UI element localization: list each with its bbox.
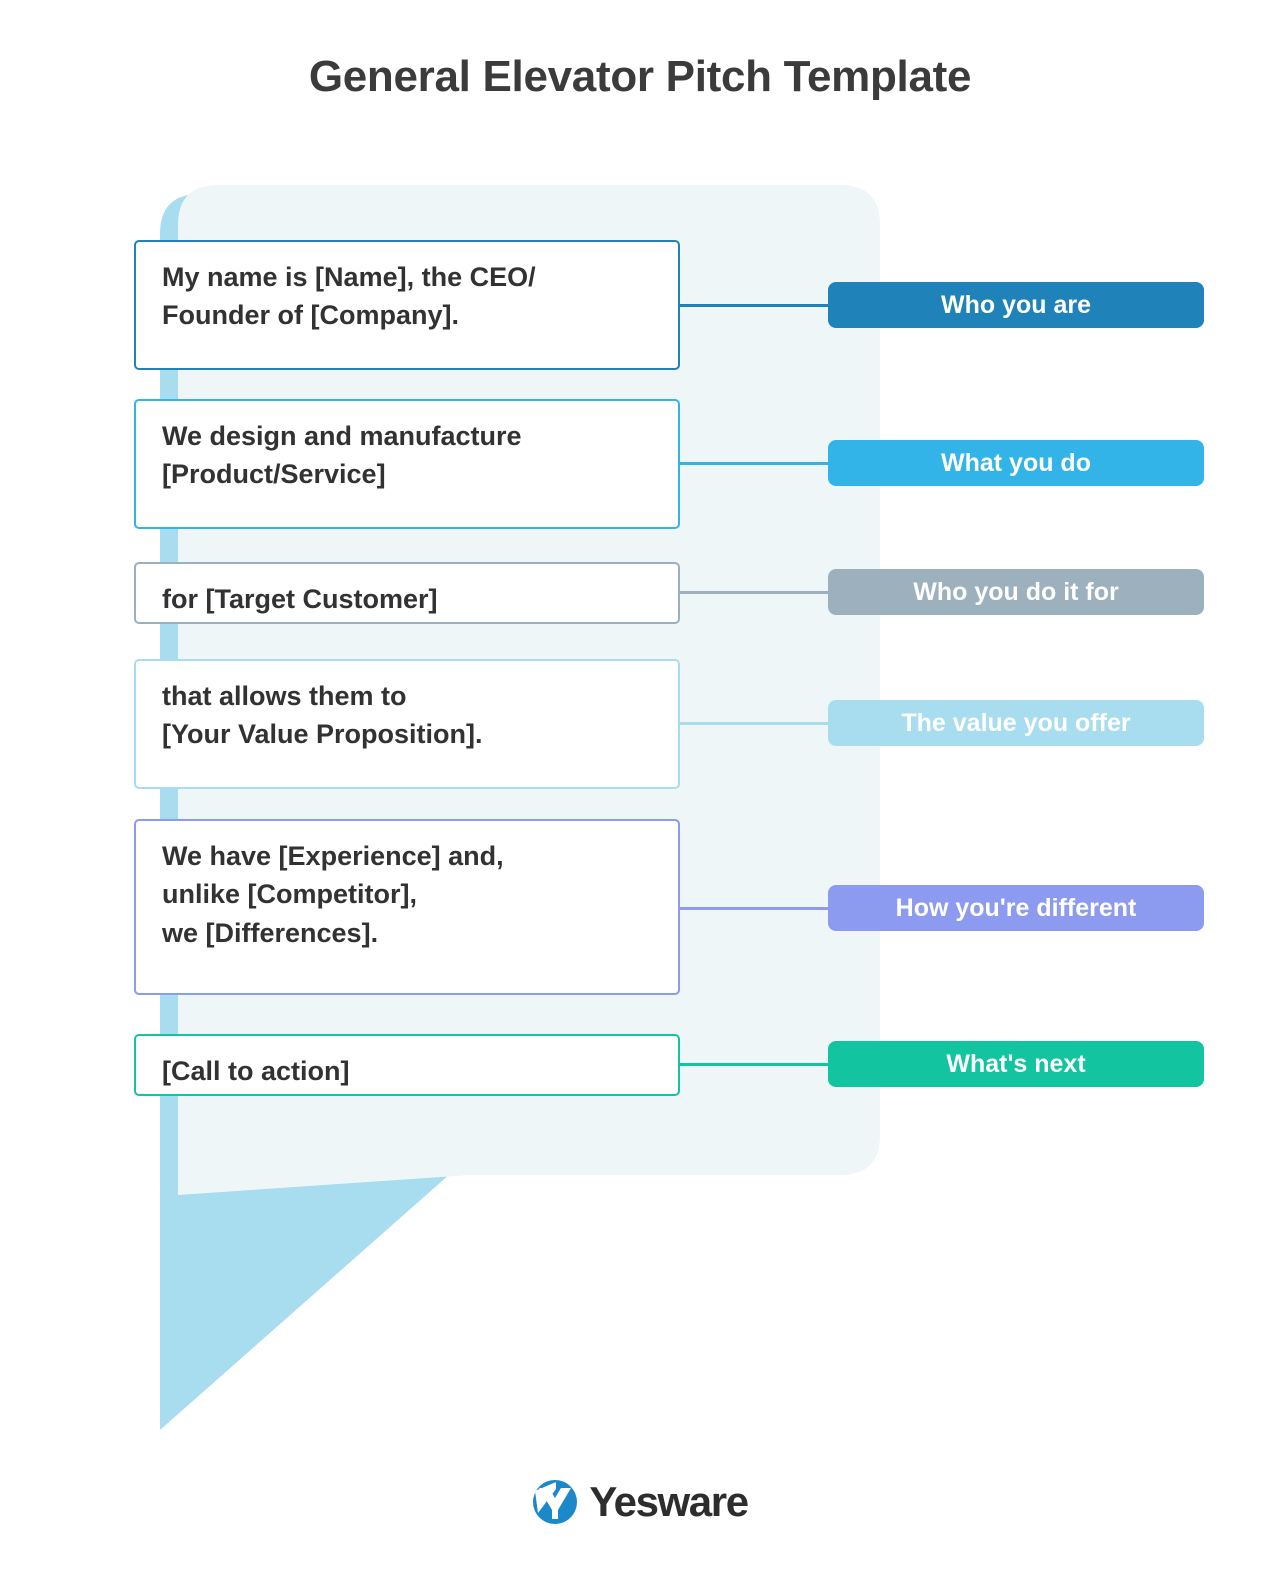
yesware-logo: Yesware — [0, 1478, 1280, 1526]
pitch-label-pill-who-you-are[interactable]: Who you are — [828, 282, 1204, 328]
connector-line-who-you-are — [680, 304, 828, 307]
pitch-label-pill-the-value-you-offer[interactable]: The value you offer — [828, 700, 1204, 746]
pitch-line: We design and manufacture — [162, 421, 522, 451]
yesware-logo-text: Yesware — [589, 1478, 749, 1525]
pitch-line: Founder of [Company]. — [162, 300, 459, 331]
connector-line-who-you-do-it-for — [680, 591, 828, 594]
pitch-line: We have [Experience] and, — [162, 841, 504, 871]
pitch-line: [Product/Service] — [162, 459, 386, 490]
pitch-label-pill-what-you-do[interactable]: What you do — [828, 440, 1204, 486]
pitch-label-pill-who-you-do-it-for[interactable]: Who you do it for — [828, 569, 1204, 615]
connector-line-how-youre-different — [680, 907, 828, 910]
pitch-line: [Your Value Proposition]. — [162, 719, 483, 750]
pitch-line: My name is [Name], the CEO/ — [162, 262, 536, 292]
pitch-line: that allows them to — [162, 681, 407, 711]
pitch-textbox-the-value-you-offer[interactable]: that allows them to [Your Value Proposit… — [134, 659, 680, 789]
pitch-label-pill-how-youre-different[interactable]: How you're different — [828, 885, 1204, 931]
connector-line-what-you-do — [680, 462, 828, 465]
pitch-textbox-how-youre-different[interactable]: We have [Experience] and, unlike [Compet… — [134, 819, 680, 995]
speech-bubble — [60, 185, 880, 1430]
pitch-textbox-whats-next[interactable]: [Call to action] — [134, 1034, 680, 1096]
pitch-textbox-what-you-do[interactable]: We design and manufacture [Product/Servi… — [134, 399, 680, 529]
pitch-textbox-who-you-do-it-for[interactable]: for [Target Customer] — [134, 562, 680, 624]
pitch-line: [Call to action] — [162, 1056, 350, 1086]
yesware-logo-icon — [533, 1480, 578, 1524]
connector-line-whats-next — [680, 1063, 828, 1066]
pitch-line: for [Target Customer] — [162, 584, 438, 614]
pitch-line: we [Differences]. — [162, 917, 379, 948]
pitch-label-pill-whats-next[interactable]: What's next — [828, 1041, 1204, 1087]
pitch-line: unlike [Competitor], — [162, 879, 417, 910]
pitch-textbox-who-you-are[interactable]: My name is [Name], the CEO/ Founder of [… — [134, 240, 680, 370]
connector-line-the-value-you-offer — [680, 722, 828, 725]
page-title: General Elevator Pitch Template — [308, 52, 972, 101]
